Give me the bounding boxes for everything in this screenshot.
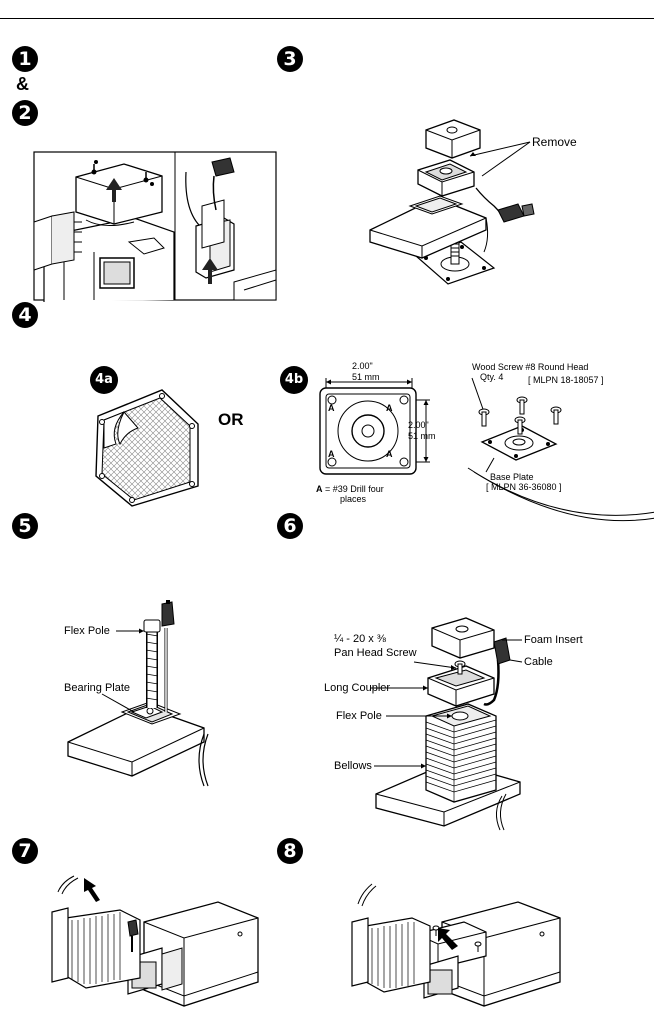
foam-insert-label: Foam Insert: [524, 634, 583, 646]
remove-label: Remove: [532, 135, 577, 149]
corner-a-bl: A: [328, 449, 335, 459]
bellows-label: Bellows: [334, 760, 372, 772]
wood-screw-line1: Wood Screw #8 Round Head: [472, 362, 589, 372]
cable-label: Cable: [524, 656, 553, 668]
step-5-badge: 5: [12, 513, 38, 539]
step-4b-base-plate: [467, 377, 654, 522]
corner-a-br: A: [386, 449, 393, 459]
base-plate-mlpn: [ MLPN 36-36080 ]: [486, 482, 562, 492]
drill-note-line2: places: [340, 494, 367, 504]
step-7-illustration: [51, 875, 259, 1007]
corner-a-tr: A: [386, 403, 393, 413]
step-3-badge: 3: [277, 46, 303, 72]
step-6-illustration: [370, 617, 523, 831]
wood-screw-qty: Qty. 4: [480, 372, 504, 382]
base-plate-label: Base Plate: [490, 472, 534, 482]
corner-a-tl: A: [328, 403, 335, 413]
step-4-badge: 4: [12, 302, 38, 328]
screw-spec-line2: Pan Head Screw: [334, 647, 417, 659]
or-label: OR: [218, 410, 244, 429]
flex-pole-label: Flex Pole: [64, 625, 110, 637]
drill-note-prefix: A: [316, 484, 323, 494]
step-4a-badge: 4a: [90, 366, 118, 394]
step-8-illustration: [351, 883, 561, 1007]
step-4b-drill-template: [319, 378, 430, 475]
ampersand: &: [16, 74, 29, 94]
step-3-illustration: [369, 119, 535, 285]
flex-pole-label-6: Flex Pole: [336, 710, 382, 722]
step-1-badge: 1: [12, 46, 38, 72]
drill-note: A = #39 Drill four: [316, 484, 384, 494]
drill-note-line1: = #39 Drill four: [322, 484, 384, 494]
screw-spec-line1: ¼ - 20 x ⅜: [334, 633, 386, 645]
dim-top-mm: 51 mm: [352, 372, 380, 382]
step-6-badge: 6: [277, 513, 303, 539]
header-rule: [0, 18, 654, 19]
step-4b-badge: 4b: [280, 366, 308, 394]
step-8-badge: 8: [277, 838, 303, 864]
dim-side-mm: 51 mm: [408, 431, 436, 441]
step-7-badge: 7: [12, 838, 38, 864]
step-1-2-illustration: [33, 151, 277, 302]
long-coupler-label: Long Coupler: [324, 682, 391, 694]
wood-screw-mlpn: [ MLPN 18-18057 ]: [528, 375, 604, 385]
dim-top-in: 2.00": [352, 361, 373, 371]
bearing-plate-label: Bearing Plate: [64, 682, 131, 694]
step-4a-adhesive-pad: [95, 389, 199, 507]
step-2-badge: 2: [12, 100, 38, 126]
step-5-illustration: [67, 600, 209, 787]
dim-side-in: 2.00": [408, 420, 429, 430]
